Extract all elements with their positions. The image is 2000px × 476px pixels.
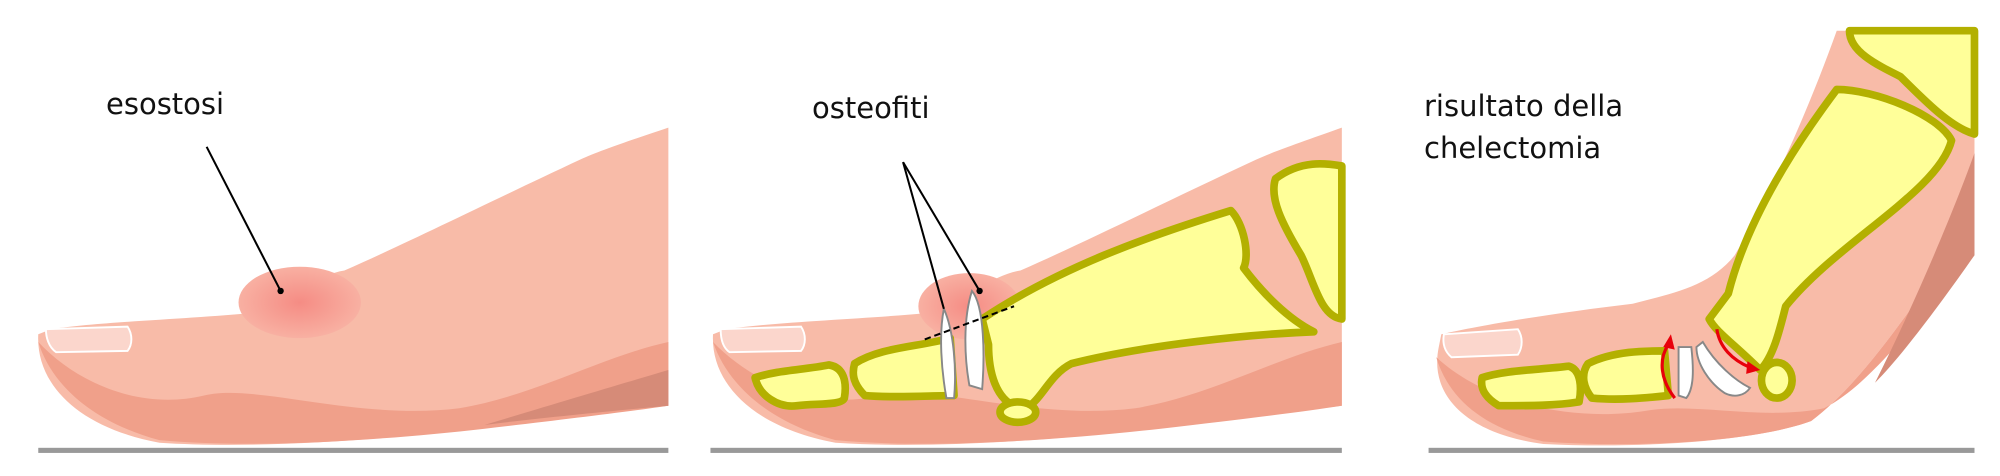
label-result-line1: risultato della xyxy=(1424,89,1624,123)
side-shadow xyxy=(484,370,669,425)
leader-line-2 xyxy=(902,161,981,292)
cartilage-phalanx xyxy=(1677,346,1694,400)
bones xyxy=(1477,26,1979,410)
arrowhead-icon xyxy=(1746,361,1761,374)
toenail xyxy=(1442,328,1523,359)
cuneiform xyxy=(1270,160,1346,323)
sesamoid xyxy=(1757,358,1796,402)
label-result-line2: chelectomia xyxy=(1424,131,1602,165)
motion-arrow-icon xyxy=(1660,328,1751,400)
panel-chelectomia xyxy=(1428,26,1979,453)
toenail xyxy=(44,325,133,354)
sole-shadow xyxy=(1436,216,1975,445)
leader-dot xyxy=(976,287,983,295)
ground-line xyxy=(1428,447,1975,453)
proximal-phalanx xyxy=(849,334,958,401)
ground-line xyxy=(710,447,1342,453)
distal-phalanx xyxy=(751,361,850,410)
label-esostosi: esostosi xyxy=(106,87,225,121)
leg-shadow xyxy=(1875,153,1975,383)
leader-line-1 xyxy=(902,161,945,310)
resection-line xyxy=(924,305,1015,341)
toenail xyxy=(719,325,806,354)
leader-line xyxy=(205,146,282,292)
distal-phalanx xyxy=(1477,362,1585,410)
ground-line xyxy=(38,447,669,453)
bones xyxy=(751,160,1346,427)
panel-osteofiti xyxy=(710,127,1346,453)
cuneiform xyxy=(1845,26,1979,138)
label-osteofiti: osteofiti xyxy=(812,91,930,125)
cartilage-metatarsal xyxy=(1695,340,1752,397)
arrowhead-icon xyxy=(1663,334,1675,350)
leader-dot xyxy=(277,287,284,295)
sesamoid xyxy=(996,398,1040,427)
proximal-phalanx xyxy=(1579,347,1673,403)
exostosis-bump xyxy=(238,266,361,339)
panel-esostosi xyxy=(38,127,669,453)
osteophyte-dorsal xyxy=(964,288,985,391)
sole-shadow xyxy=(713,341,1342,444)
